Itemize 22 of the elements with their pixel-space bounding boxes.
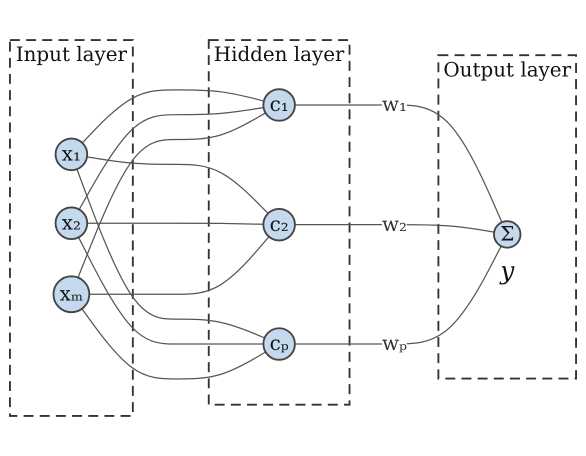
node-circle: x₁ [54, 138, 88, 172]
connector [82, 89, 264, 144]
connector [81, 308, 266, 380]
connector [78, 237, 264, 345]
connector [87, 222, 264, 225]
edge-label: w₁ [382, 92, 407, 116]
node-circle: x₂ [54, 206, 88, 240]
node-circle: cₚ [262, 327, 296, 361]
node-circle: c₂ [262, 208, 296, 242]
node-circle: xₘ [52, 275, 90, 314]
edge-label: wₚ [382, 332, 407, 356]
node-label: y [500, 256, 514, 286]
edge-label: w₂ [382, 212, 407, 236]
connector [294, 104, 502, 223]
connector [89, 236, 270, 295]
connector [294, 246, 502, 345]
node-circle: c₁ [262, 88, 296, 122]
connector [78, 106, 264, 210]
connector [86, 156, 269, 214]
connector [77, 112, 266, 278]
connector [76, 168, 265, 338]
node-circle: Σ [493, 220, 522, 249]
